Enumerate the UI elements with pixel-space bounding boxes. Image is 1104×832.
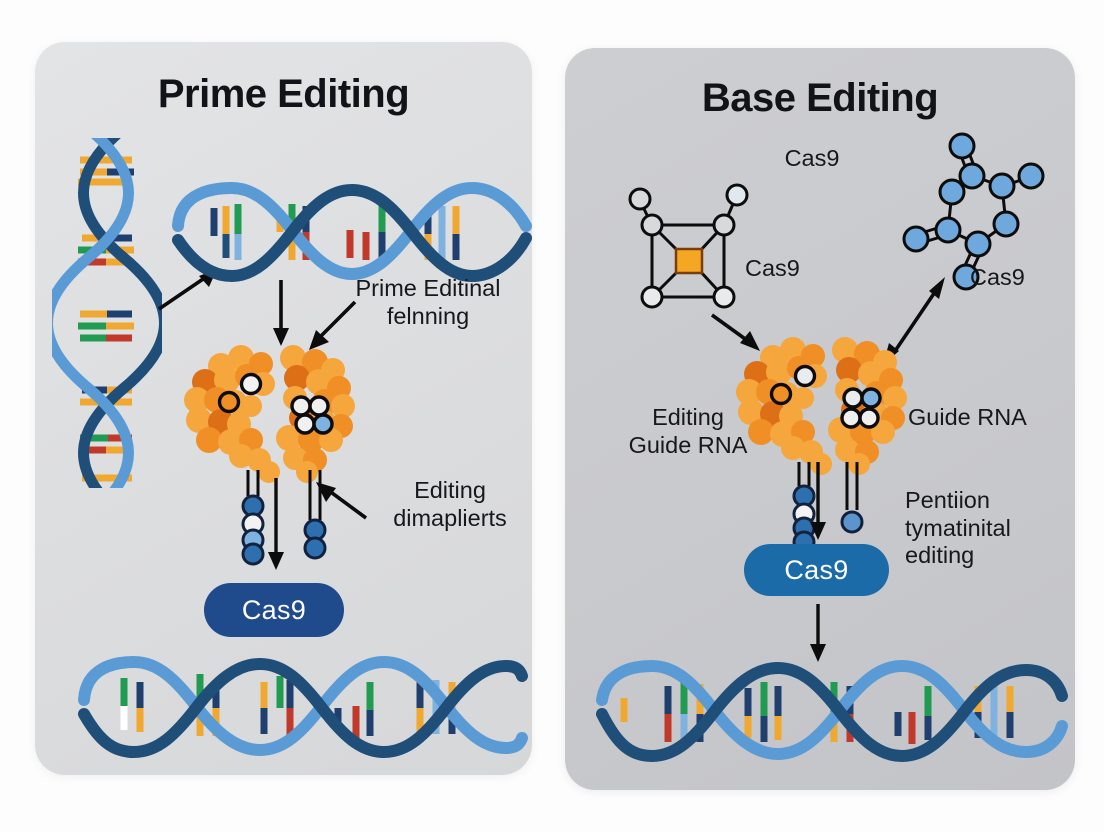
panel-title-base-editing: Base Editing xyxy=(701,76,939,120)
arrow-label-to-protein-prime xyxy=(309,300,357,350)
cube-molecule-icon xyxy=(628,183,749,309)
label-cas9-cube: Cas9 xyxy=(745,255,800,281)
cas9-pill-base-label: Cas9 xyxy=(784,554,849,585)
cas9-pill-base[interactable]: Cas9 xyxy=(744,544,889,596)
dna-strand-base-bottom xyxy=(596,659,1068,763)
nucleobase-ring-molecule-icon xyxy=(902,132,1045,291)
label-guide-rna: Guide RNA xyxy=(908,404,1027,430)
dna-strand-prime-top xyxy=(172,181,532,283)
cas9-protein-blob-base xyxy=(736,337,907,475)
label-cas9-ring: Cas9 xyxy=(970,264,1025,290)
label-cas9-top: Cas9 xyxy=(784,145,840,171)
vertical-dna-helix xyxy=(52,138,162,488)
cas9-pill-prime-label: Cas9 xyxy=(241,594,307,625)
arrow-down-base-1 xyxy=(810,462,826,540)
dna-strand-prime-bottom xyxy=(78,655,528,759)
label-prime-editinal-felnning: Prime Editinal felnning xyxy=(355,275,501,329)
label-editing-dimaplierts: Editing dimaplierts xyxy=(393,477,507,531)
arrow-label-to-stems-prime xyxy=(316,482,368,520)
cas9-protein-blob-prime xyxy=(184,345,355,483)
label-pentiion-tymatinital-editing: Pentiion tymatinital editing xyxy=(905,487,1011,569)
guide-rna-stems-prime xyxy=(241,470,327,566)
cas9-pill-prime[interactable]: Cas9 xyxy=(204,583,344,637)
label-editing-guide-rna: Editing Guide RNA xyxy=(628,404,748,458)
guide-rna-stems-base xyxy=(792,462,864,554)
arrow-down-prime-2 xyxy=(268,478,284,570)
arrow-cube-to-protein xyxy=(710,313,760,351)
arrow-down-base-2 xyxy=(810,604,826,662)
arrow-down-prime-1 xyxy=(273,280,289,346)
panel-title-prime-editing: Prime Editing xyxy=(157,72,410,116)
